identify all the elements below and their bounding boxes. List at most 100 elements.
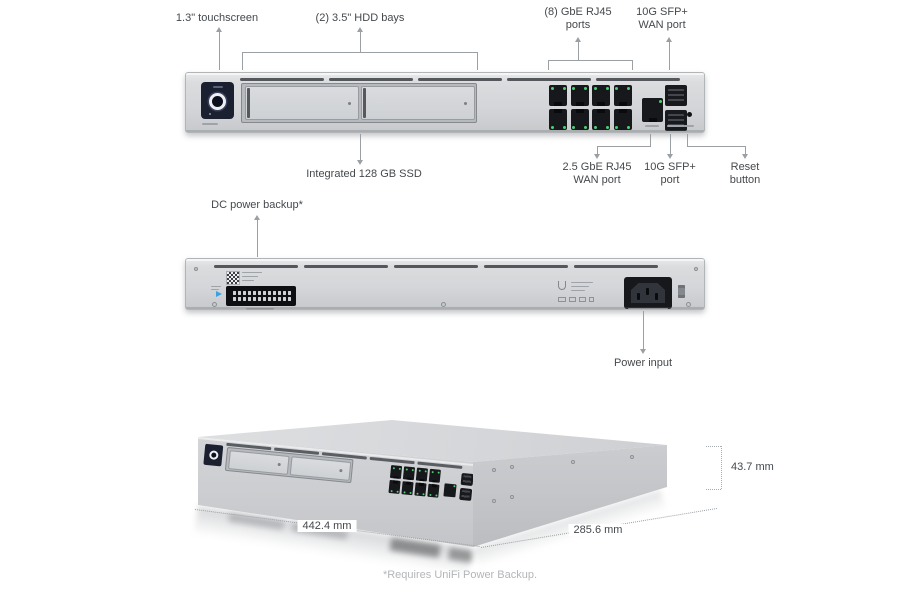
vent-slot [214,265,298,268]
vent-slot [507,78,591,81]
callout-touchscreen: 1.3" touchscreen [175,12,259,24]
vent-slot [574,265,658,268]
arrow-down-icon [594,154,600,159]
screw [194,267,198,271]
touchscreen-display [203,443,224,467]
dc-pin [248,291,251,295]
callout-sfp-lan: 10G SFP+ port [644,161,696,186]
leader-line [687,146,746,147]
rack-hole [492,468,496,472]
hdd-bay-1 [245,86,359,120]
bay-release-hole [277,462,281,467]
port-led [418,469,421,472]
connector-label-mark [246,308,274,310]
lan-port [613,109,632,130]
lan-port [415,467,429,482]
port-led [424,469,427,472]
leader-line [650,134,651,146]
sfp-slit [668,114,684,127]
inlet-pin [646,288,649,295]
bay-hinge [363,88,366,118]
hdd-bay-1 [228,450,290,475]
leader-line [687,134,688,146]
port-led [627,86,630,90]
callout-sfp-wan: 10G SFP+ WAN port [636,6,688,31]
port-led [605,86,609,90]
arrow-down-icon [640,349,646,354]
bay-release-hole [348,101,351,105]
rack-hole [492,499,496,503]
leader-bracket-end [477,52,478,70]
bay-release-hole [464,101,467,105]
port-led [593,125,597,129]
lan-port-grid-3d [388,464,441,498]
ac-power-inlet [624,277,672,309]
screw [686,302,691,307]
arrow-up-icon [254,215,260,220]
dc-pin [233,297,236,301]
bay-hinge [247,88,250,118]
callout-reset: Reset button [729,161,761,186]
reflection-ghost [447,547,474,564]
vent-slot [304,265,388,268]
port-led [572,125,575,129]
leader-line [597,146,651,147]
leader-line [257,220,258,257]
vent-slot [418,78,502,81]
inlet-pin [637,293,640,300]
dc-pin [288,291,291,295]
sfp-slit [668,89,684,102]
lan-port [613,85,632,106]
screen-dial-icon [209,93,226,110]
port-led [431,470,434,473]
port-led [405,467,408,471]
port-led [398,467,401,470]
ubiquiti-logo-icon [558,281,566,290]
dc-pin [263,291,266,295]
dc-pin [233,291,236,295]
port-led [593,86,597,90]
port-label-mark [684,125,694,127]
port-led [421,492,425,495]
lan-port [388,479,401,494]
dc-pin [253,297,256,301]
rack-hole [630,455,634,459]
rack-hole [510,465,514,469]
callout-wan-rj45: 2.5 GbE RJ45 WAN port [562,161,632,186]
sticker-text-mark [242,280,254,282]
lan-port [402,466,416,481]
dc-pin [278,291,281,295]
lan-port [592,109,610,130]
reset-button [687,112,692,117]
arrow-up-icon [575,37,581,42]
sfp-slit [461,490,471,499]
lan-port-grid [549,85,632,130]
leader-line [745,146,746,154]
vent-slot [394,265,478,268]
model-text-mark [202,123,218,125]
lan-port [549,85,567,106]
lan-port [570,85,589,106]
port-led [584,125,587,129]
lan-port [389,464,403,479]
port-led [428,493,432,496]
wan-rj45-port [443,483,457,498]
arrow-up-icon [666,37,672,42]
lan-port [428,468,441,483]
dc-pin [238,291,241,295]
label-text-mark [571,286,589,288]
rack-hole [571,460,575,464]
callout-lan-ports: (8) GbE RJ45 ports [544,6,612,31]
vent-slot [596,78,680,81]
dimension-depth-label: 285.6 mm [568,524,628,536]
screen-status-bar [212,86,223,88]
vent-slot [240,78,324,81]
wan-rj45-port [642,98,663,122]
sticker-text-mark [242,272,262,274]
screw [694,267,698,271]
port-led [403,490,406,493]
port-led [434,493,438,497]
port-led [437,471,440,474]
screen-dot [209,113,211,115]
dc-pin [243,297,246,301]
